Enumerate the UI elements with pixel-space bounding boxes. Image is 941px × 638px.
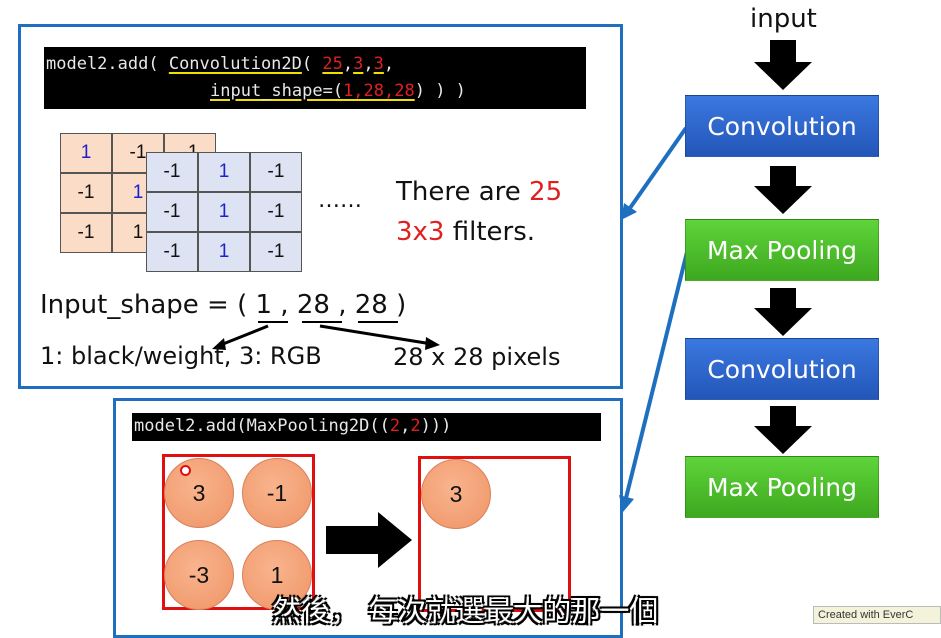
- input-shape-label: Input_shape = ( 1 , 28 , 28 ): [40, 290, 407, 320]
- filter2-cell: 1: [198, 152, 250, 192]
- pool-input-circle: -3: [164, 540, 234, 610]
- code-k2: 3: [373, 54, 384, 74]
- filter2-cell: 1: [198, 232, 250, 272]
- filter1-cell: 1: [60, 133, 112, 173]
- shape-arrows: [212, 321, 440, 350]
- pool-input-circle: -1: [242, 458, 312, 528]
- flow-maxpooling-1: Max Pooling: [685, 219, 879, 281]
- pool-code-p1: 2: [389, 416, 401, 436]
- filter2-cell: -1: [146, 152, 198, 192]
- code-suffix: ) ) ): [414, 81, 466, 101]
- flow-convolution-2: Convolution: [685, 338, 879, 400]
- filter2-cell: -1: [250, 152, 302, 192]
- pool-code-p2: 2: [410, 416, 421, 436]
- flow-arrows: [619, 40, 812, 512]
- code-func: Convolution2D: [168, 54, 302, 74]
- code-paren: (: [301, 54, 323, 74]
- filter1-cell: -1: [60, 213, 112, 253]
- filters-text-b: filters.: [444, 217, 536, 247]
- filters-size: 3x3: [396, 217, 445, 247]
- pixels-note: 28 x 28 pixels: [393, 343, 561, 371]
- pool-output-box: [418, 456, 571, 612]
- filters-text-a: There are: [396, 177, 530, 207]
- code-k1: 3: [353, 54, 364, 74]
- conv-code-block: model2.add( Convolution2D( 25,3,3, input…: [44, 47, 586, 109]
- filter2-cell: -1: [250, 232, 302, 272]
- input-label: input: [750, 4, 817, 34]
- code-filters: 25: [322, 54, 343, 74]
- pool-input-box: [162, 454, 315, 610]
- flow-convolution-1: Convolution: [685, 95, 879, 157]
- pool-code-block: model2.add(MaxPooling2D((2,2))): [132, 413, 601, 441]
- cursor-dot: [180, 465, 191, 476]
- code-prefix: model2.add(: [46, 54, 169, 74]
- watermark: Created with EverC: [813, 606, 941, 624]
- filter2-cell: -1: [250, 192, 302, 232]
- code-shape: 1,28,28: [343, 81, 415, 101]
- filters-count: 25: [529, 177, 563, 207]
- filter2-cell: 1: [198, 192, 250, 232]
- pool-arrow: [326, 512, 412, 568]
- pool-input-circle: 1: [242, 540, 312, 610]
- filter2-cell: -1: [146, 232, 198, 272]
- pool-code-suffix: ))): [420, 416, 452, 436]
- flow-maxpooling-2: Max Pooling: [685, 456, 879, 518]
- filters-description: There are 25 3x3 filters.: [396, 172, 562, 252]
- code-input-shape: input_shape=(: [210, 81, 344, 101]
- video-subtitle: 然後， 每次就選最大的那一個: [272, 594, 659, 628]
- filter-grid-2: -1 1 -1 -1 1 -1 -1 1 -1: [146, 152, 302, 272]
- pool-output-circle: 3: [421, 459, 491, 529]
- pool-code-prefix: model2.add(MaxPooling2D((: [134, 416, 390, 436]
- ellipsis: ……: [318, 188, 362, 213]
- channel-note: 1: black/weight, 3: RGB: [40, 342, 322, 370]
- filter2-cell: -1: [146, 192, 198, 232]
- pool-input-circle: 3: [164, 458, 234, 528]
- filter1-cell: -1: [60, 173, 112, 213]
